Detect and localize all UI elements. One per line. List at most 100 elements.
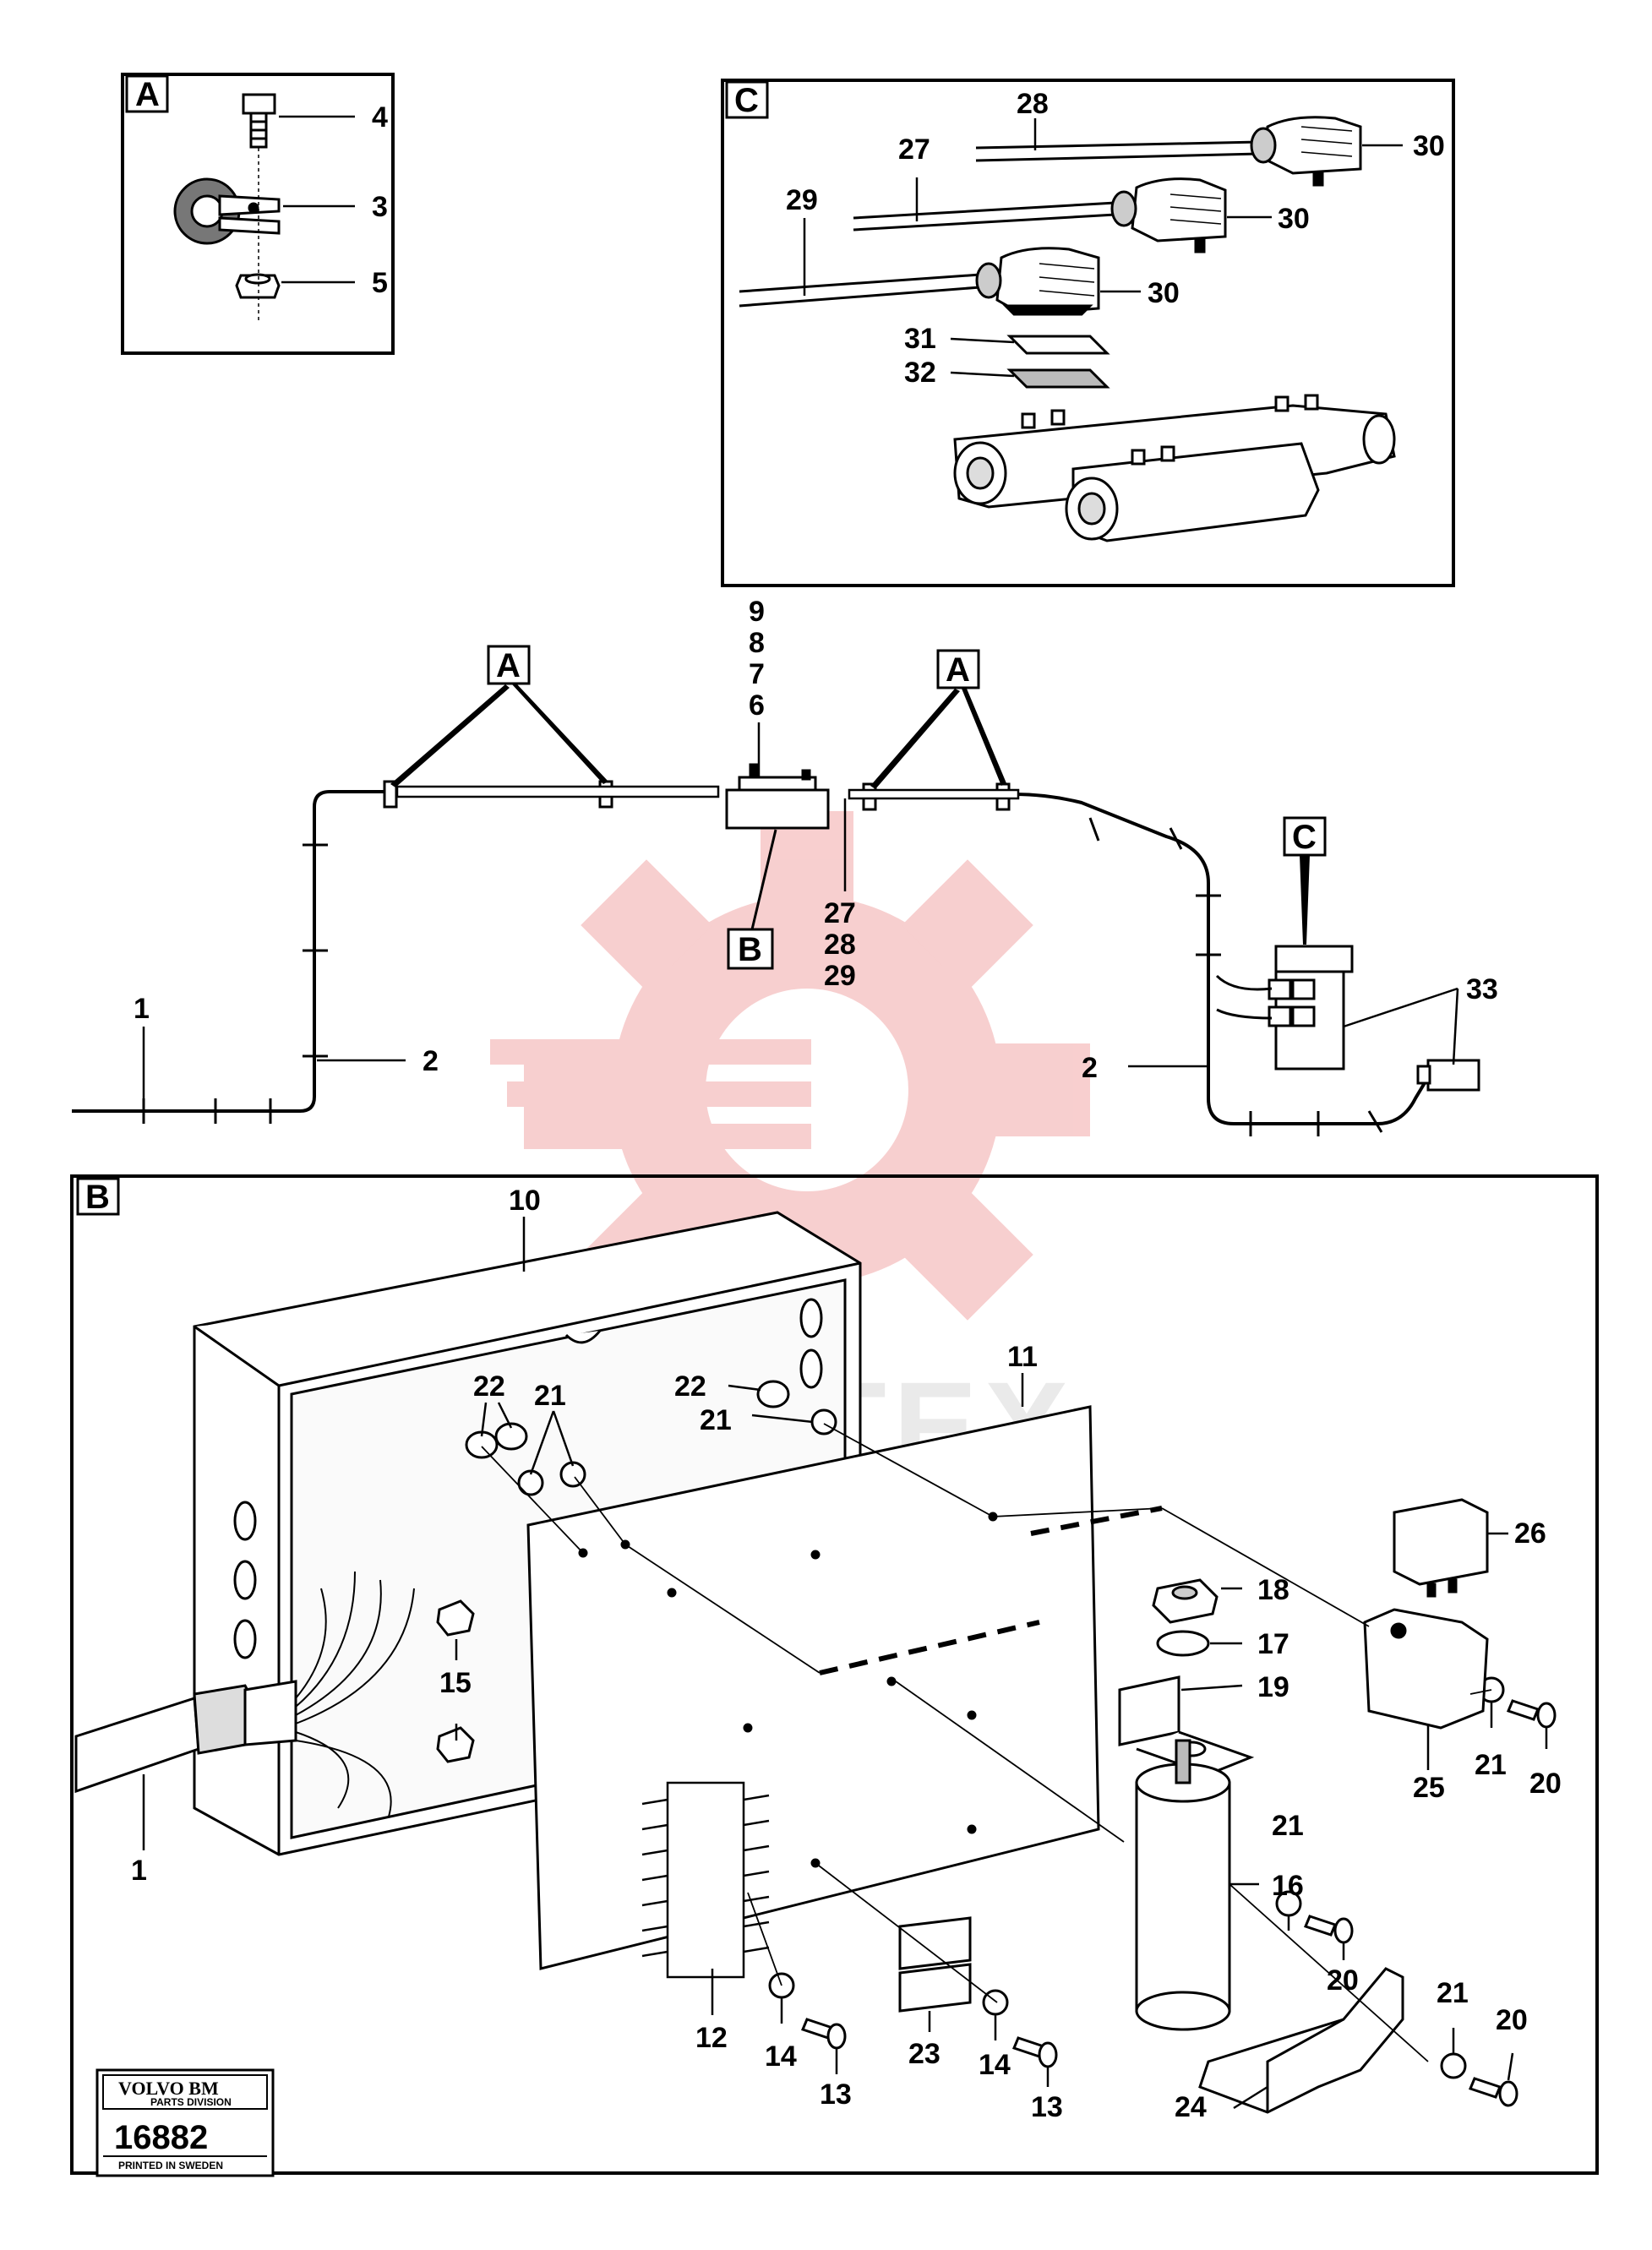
part-label-12: 12 [695, 2022, 728, 2054]
part-label-21: 21 [1272, 1810, 1304, 1842]
detail-c-letter: C [734, 82, 759, 119]
part-label-5: 5 [372, 267, 388, 299]
cable-gland-icon [74, 1680, 297, 1794]
part-label-23: 23 [908, 2038, 940, 2070]
part-label-33: 33 [1466, 973, 1498, 1005]
nut-icon [436, 1599, 475, 1763]
screw-icon [800, 1699, 1557, 2107]
callout-a-right-tag [936, 649, 980, 689]
bracket-icon [898, 1916, 972, 2013]
callout-c-letter: C [1292, 819, 1317, 856]
part-label-29: 29 [786, 184, 818, 216]
logo-printed: PRINTED IN SWEDEN [118, 2160, 223, 2171]
nut-icon [1152, 1578, 1219, 1624]
part-label-21: 21 [1437, 1977, 1469, 2009]
part-label-14: 14 [765, 2040, 797, 2073]
detail-b-leaders [142, 1217, 1548, 2110]
part-label-3: 3 [372, 191, 388, 223]
wire-ticks [142, 817, 1383, 1136]
hidden-edge-lines [819, 1506, 1163, 1675]
junction-box-icon [725, 763, 830, 830]
detail-a-tag [125, 74, 169, 113]
part-label-17: 17 [1257, 1628, 1289, 1660]
detail-b-frame [70, 1174, 1599, 2175]
part-label-30: 30 [1278, 203, 1310, 235]
callout-c-tag [1283, 816, 1327, 857]
part-label-24: 24 [1175, 2091, 1207, 2123]
relay-socket-icon [1363, 1608, 1489, 1730]
gasket-icon [1006, 368, 1110, 389]
nut-icon [235, 273, 281, 299]
part-label-8: 8 [749, 627, 765, 659]
overview-leaders [142, 722, 1459, 1111]
part-label-18: 18 [1257, 1574, 1289, 1606]
part-label-26: 26 [1514, 1517, 1546, 1550]
part-label-20: 20 [1327, 1964, 1359, 1997]
part-label-27: 27 [824, 897, 856, 929]
solenoid-valve-icon [1065, 442, 1320, 542]
part-label-27: 27 [898, 133, 930, 166]
plug-icon [1416, 1059, 1480, 1092]
detail-c-tag [725, 80, 769, 119]
callout-b-letter: B [738, 931, 762, 968]
assembly-lines [481, 1423, 1492, 2062]
detail-a-letter: A [135, 76, 160, 113]
detail-a-frame [121, 73, 395, 355]
detail-b: B [70, 1174, 1599, 2177]
part-label-22: 22 [473, 1370, 505, 1403]
part-label-13: 13 [1031, 2091, 1063, 2123]
part-label-30: 30 [1148, 277, 1180, 309]
connector-icon [1110, 177, 1227, 253]
part-label-19: 19 [1257, 1671, 1289, 1703]
part-label-22: 22 [674, 1370, 706, 1403]
part-label-21: 21 [1475, 1749, 1507, 1781]
part-label-21: 21 [534, 1380, 566, 1412]
part-label-32: 32 [904, 357, 936, 389]
washer-icon [465, 1380, 1505, 2079]
part-label-28: 28 [824, 929, 856, 961]
wire-bundle-icon [295, 1571, 415, 1817]
detail-c: C [721, 79, 1455, 587]
logo-number: 16882 [114, 2119, 208, 2156]
part-label-28: 28 [1017, 88, 1049, 120]
logo-division: PARTS DIVISION [150, 2096, 232, 2108]
part-label-16: 16 [1272, 1870, 1304, 1902]
logo-brand: VOLVO BM [118, 2078, 219, 2099]
cables-27-28-29 [739, 140, 1260, 308]
bracket-icon [1198, 1967, 1404, 2114]
volvo-bm-logo: VOLVO BM PARTS DIVISION 16882 PRINTED IN… [95, 2068, 275, 2177]
valve-unit-icon [1215, 945, 1354, 1071]
part-label-14: 14 [979, 2049, 1011, 2081]
wiring-overview: A A B C 1 2 2 9 8 7 6 27 28 [72, 596, 1498, 1136]
part-label-20: 20 [1529, 1768, 1562, 1800]
part-label-20: 20 [1496, 2004, 1528, 2036]
part-label-7: 7 [749, 658, 765, 690]
part-label-30: 30 [1413, 130, 1445, 162]
connector-icon [1250, 116, 1362, 187]
part-label-2: 2 [423, 1045, 439, 1077]
detail-c-leaders [803, 118, 1403, 378]
capacitor-icon [1135, 1739, 1231, 2031]
detail-c-frame [721, 79, 1455, 587]
part-label-1: 1 [131, 1855, 147, 1887]
callout-a-left-letter: A [496, 647, 521, 684]
part-label-2: 2 [1082, 1052, 1098, 1084]
part-label-15: 15 [439, 1667, 472, 1699]
terminal-block-icon [641, 1781, 770, 1979]
part-label-4: 4 [372, 101, 388, 133]
part-label-29: 29 [824, 960, 856, 992]
part-label-11: 11 [1007, 1341, 1038, 1373]
connector-icon [975, 247, 1100, 316]
clamp-icon [173, 177, 281, 245]
relay-icon [1393, 1498, 1489, 1598]
detail-b-tag [76, 1177, 120, 1216]
part-label-31: 31 [904, 323, 936, 355]
part-label-9: 9 [749, 596, 765, 628]
part-label-6: 6 [749, 689, 765, 722]
part-label-21: 21 [700, 1404, 732, 1436]
part-label-13: 13 [820, 2078, 852, 2111]
bolt-icon [242, 93, 276, 149]
part-label-25: 25 [1413, 1772, 1445, 1804]
